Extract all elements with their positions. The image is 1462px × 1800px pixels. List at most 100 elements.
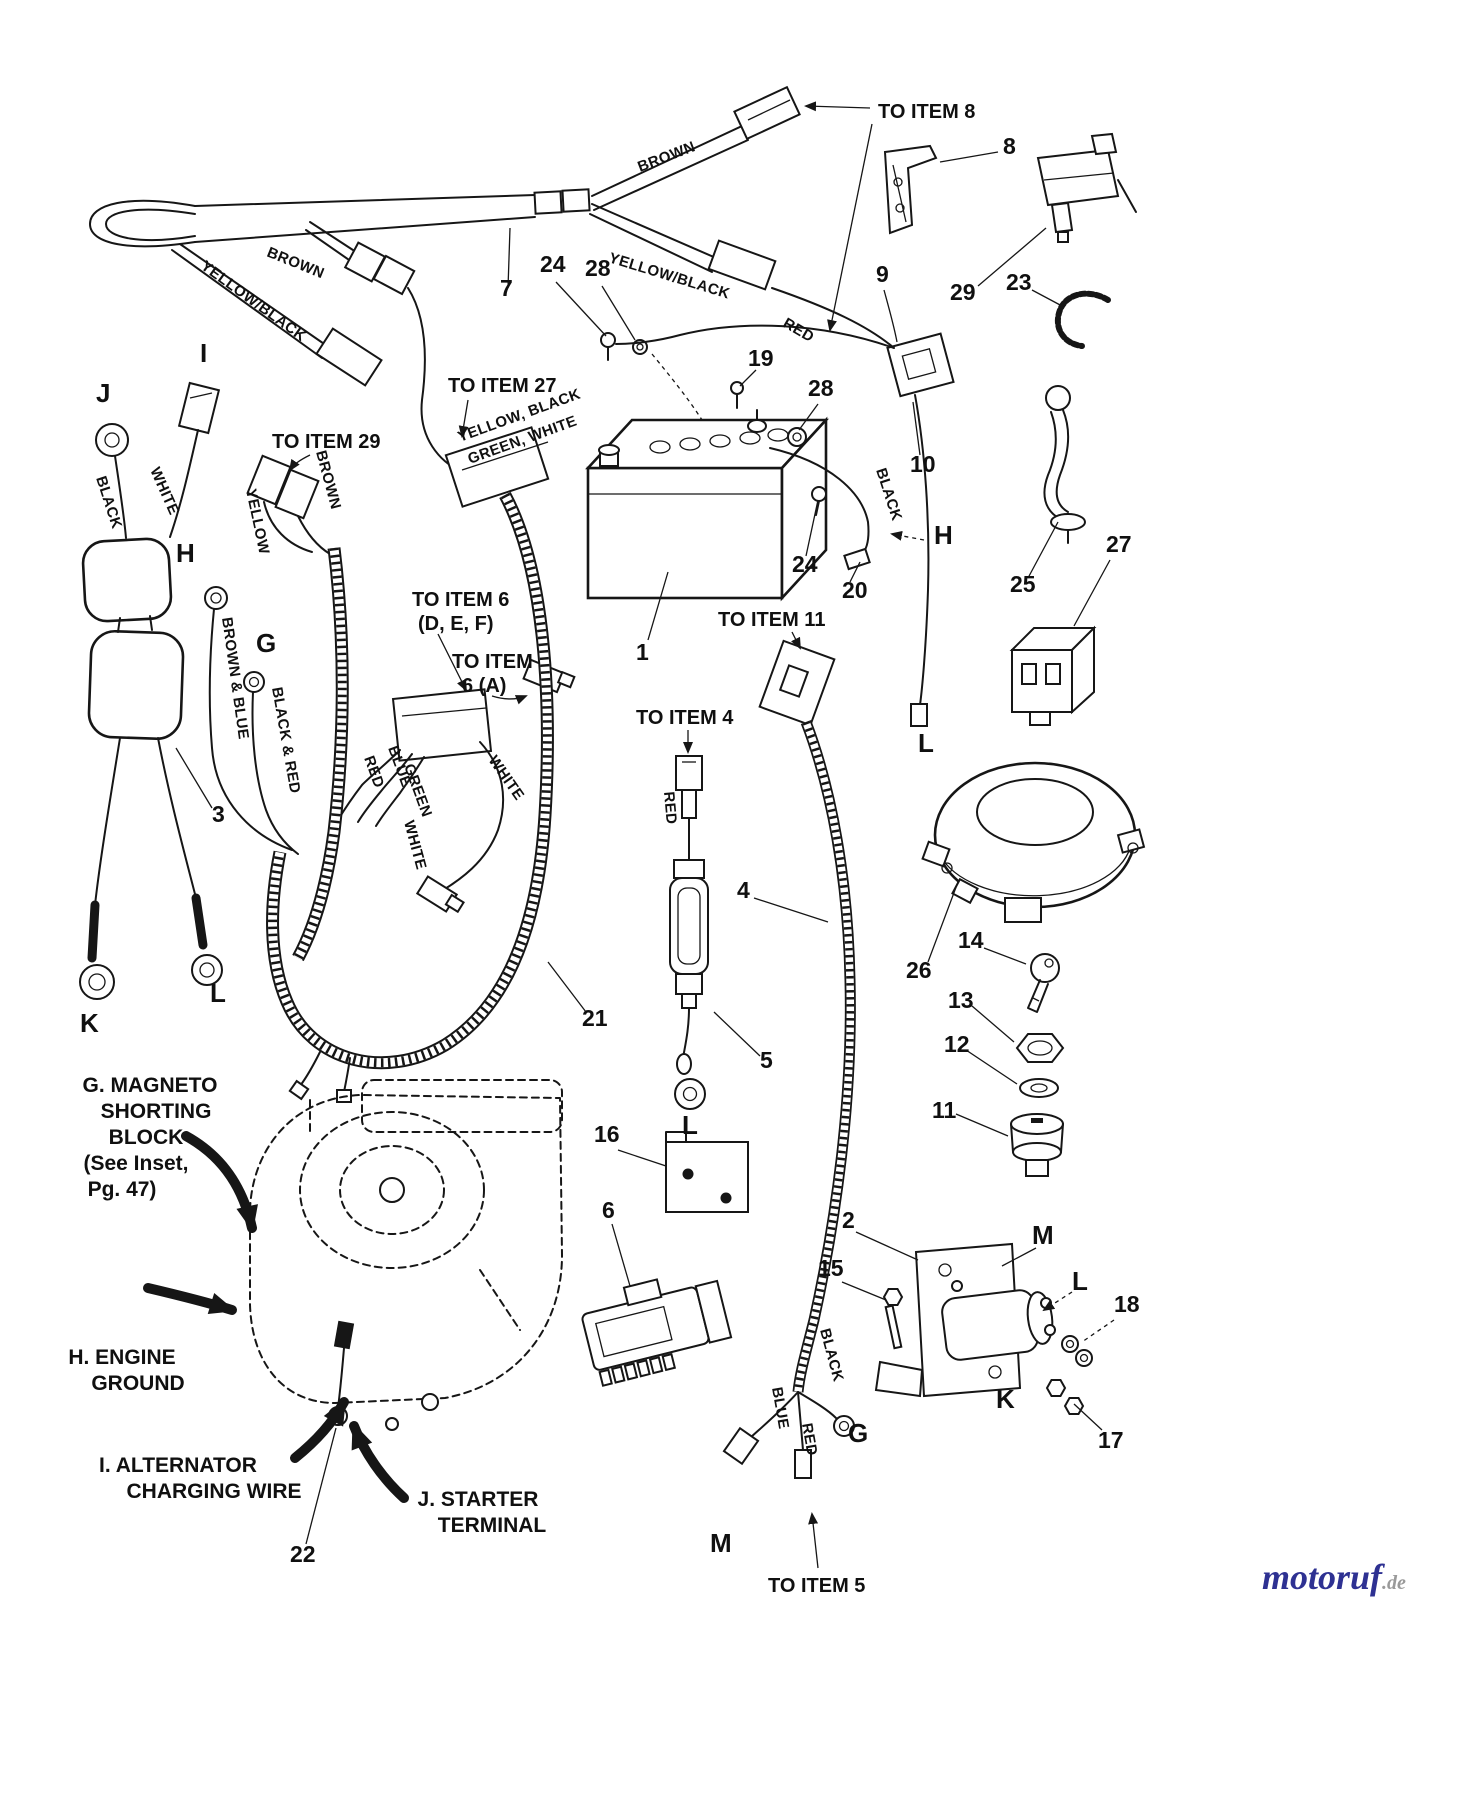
reference-letters: I J H H G G K K L L L L M M [80,338,1088,1558]
connector-9-10 [886,332,955,727]
callout-19: 19 [748,345,774,371]
callout-16: 16 [594,1121,620,1147]
callout-17: 17 [1098,1427,1124,1453]
callout-1: 1 [636,639,649,665]
ground-wire-20 [769,447,871,571]
wire-label-blue-bottom: BLUE [768,1386,792,1431]
watermark-tld: .de [1382,1572,1406,1594]
callout-28-battery: 28 [808,375,834,401]
note-g-line3: BLOCK [109,1126,184,1149]
note-g-line2: SHORTING [101,1100,212,1123]
bottom-connector-6 [581,1278,733,1387]
wire-label-black-bottom: BLACK [816,1327,847,1384]
callout-5: 5 [760,1047,773,1073]
left-terminal-group [79,381,223,1000]
battery-1 [585,409,829,602]
interlock-switch-29 [1036,132,1137,243]
callout-22: 22 [290,1541,316,1567]
callout-24-battery: 24 [792,551,818,577]
note-h-line1: H. ENGINE [68,1346,175,1369]
callout-7: 7 [500,275,513,301]
note-h-line2: GROUND [91,1372,184,1395]
ref-to-item-8: TO ITEM 8 [878,101,975,123]
letter-g-left: G [256,628,276,658]
note-g-line1: G. MAGNETO [83,1074,218,1097]
callout-26: 26 [906,957,932,983]
plate-16 [665,1131,749,1213]
letter-h-left: H [176,538,195,568]
washer-12 [1019,1078,1059,1098]
callout-18: 18 [1114,1291,1140,1317]
wire-label-brown-top: BROWN [635,138,697,175]
callout-20: 20 [842,577,868,603]
ref-to-item-6a-2: 6 (A) [462,675,506,697]
letter-j: J [96,378,110,408]
wire-label-black-j: BLACK [92,474,125,531]
letter-l-left: L [210,978,226,1008]
connector-block-27 [1009,625,1097,726]
callout-28-top: 28 [585,255,611,281]
callout-10: 10 [910,451,936,477]
pointer-arrows [143,1131,409,1503]
letter-l-solenoid: L [1072,1266,1088,1296]
fuse-assembly-4-5 [669,755,709,1110]
battery-hardware [600,324,895,516]
letter-g-bottom: G [848,1418,868,1448]
leader-lines [175,101,1115,1569]
wire-labels: BROWN YELLOW/BLACK RED BROWN YELLOW/BLAC… [92,138,905,1457]
wire-label-white-low: WHITE [400,819,429,872]
wire-label-red-bottom: RED [798,1422,820,1457]
callout-23: 23 [1006,269,1032,295]
callout-6: 6 [602,1197,615,1223]
notes-text: G. MAGNETO SHORTING BLOCK (See Inset, Pg… [68,1074,546,1537]
solenoid-group [874,1242,1093,1415]
callout-8: 8 [1003,133,1016,159]
ref-to-item-27: TO ITEM 27 [448,375,557,397]
callout-numbers: 1 2 3 4 5 6 7 8 9 10 11 12 13 14 15 16 1… [212,133,1140,1567]
ref-to-item-11: TO ITEM 11 [718,609,825,631]
ref-to-item-6def-2: (D, E, F) [418,613,494,635]
module-26 [921,761,1146,923]
to-item-refs: TO ITEM 8 TO ITEM 27 TO ITEM 29 TO ITEM … [272,101,975,1597]
callout-4: 4 [737,877,750,903]
watermark-brand: motoruf [1262,1557,1383,1597]
letter-l-wire10: L [918,728,934,758]
wire-label-red-6: RED [360,754,387,791]
nut-13 [1015,1033,1065,1063]
letter-m-bottom: M [710,1528,732,1558]
note-j-line2: TERMINAL [438,1514,547,1537]
callout-21: 21 [582,1005,608,1031]
note-i-line1: I. ALTERNATOR [99,1454,257,1477]
engine-outline [249,1079,563,1431]
wire-label-brown-left: BROWN [265,244,327,282]
wire-label-green-6: GREEN [400,762,435,820]
wire-label-red-4: RED [660,791,680,825]
clip-23 [1054,290,1111,349]
callout-14: 14 [958,927,984,953]
wire-label-red-top: RED [780,315,817,346]
callout-13: 13 [948,987,974,1013]
strap-25 [1043,385,1086,544]
note-j-line1: J. STARTER [418,1488,539,1511]
key-14 [1027,953,1060,1013]
callout-11: 11 [932,1097,957,1123]
letter-i: I [200,338,207,368]
letter-k-solenoid: K [996,1384,1015,1414]
wire-label-black-h: BLACK [872,466,905,523]
wire-label-white-6: WHITE [485,753,528,804]
callout-27: 27 [1106,531,1132,557]
callout-25: 25 [1010,571,1036,597]
note-i-line2: CHARGING WIRE [127,1480,302,1503]
wire-label-black-red: BLACK & RED [268,686,303,795]
cable-2 [722,639,854,1479]
ref-to-item-5: TO ITEM 5 [768,1575,865,1597]
top-harness [89,85,895,473]
callout-2: 2 [842,1207,855,1233]
ref-to-item-4: TO ITEM 4 [636,707,734,729]
watermark: motoruf.de [1262,1556,1406,1598]
callout-24-top: 24 [540,251,566,277]
callout-12: 12 [944,1031,970,1057]
ignition-switch-11 [1010,1113,1064,1177]
